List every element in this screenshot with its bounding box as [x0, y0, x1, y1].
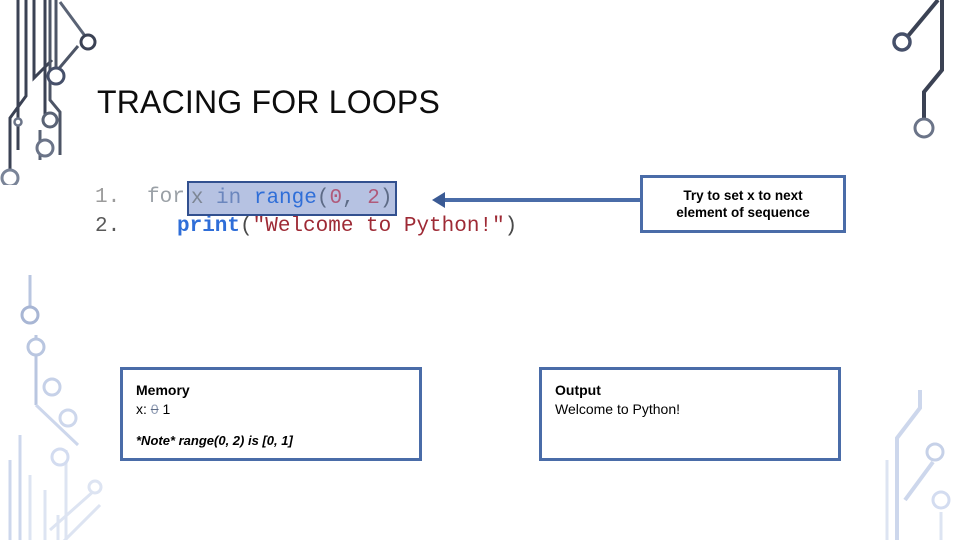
- keyword-for: for: [147, 186, 185, 209]
- highlighted-expression[interactable]: x in range(0, 2): [186, 181, 397, 216]
- memory-variable-label: x:: [136, 401, 147, 417]
- circuit-decoration-bottom-right: [885, 390, 951, 540]
- line-number-1: 1.: [95, 186, 121, 209]
- callout-line-1: Try to set x to next: [683, 188, 803, 203]
- callout-arrow-head-icon: [432, 192, 445, 208]
- token-range-start: 0: [329, 187, 343, 210]
- memory-panel-title: Memory: [136, 382, 190, 398]
- memory-old-value: 0: [150, 401, 159, 417]
- code-line-2: 2. print("Welcome to Python!"): [95, 211, 517, 242]
- line-number-2: 2.: [95, 215, 121, 238]
- token-variable: x: [190, 187, 204, 210]
- token-print-open-paren: (: [240, 215, 253, 238]
- memory-variable-row: x: 0 1: [136, 399, 406, 419]
- callout-line-2: element of sequence: [676, 205, 810, 220]
- output-text: Welcome to Python!: [555, 401, 681, 417]
- output-panel-title: Output: [555, 382, 601, 398]
- token-print-function: print: [177, 215, 241, 238]
- output-panel: Output Welcome to Python!: [539, 367, 841, 461]
- token-string-literal: "Welcome to Python!": [252, 215, 505, 238]
- token-range-function: range: [253, 187, 317, 210]
- token-comma: ,: [342, 187, 368, 210]
- circuit-decoration-top-left: [0, 0, 97, 185]
- memory-note: *Note* range(0, 2) is [0, 1]: [136, 433, 293, 448]
- token-print-close-paren: ): [504, 215, 518, 238]
- page-title: TRACING FOR LOOPS: [97, 84, 440, 120]
- token-close-paren: ): [379, 187, 393, 210]
- token-open-paren: (: [316, 187, 330, 210]
- memory-new-value: 1: [162, 401, 171, 417]
- callout-box: Try to set x to next element of sequence: [640, 175, 846, 233]
- token-in: in: [203, 187, 254, 210]
- circuit-decoration-bottom-left: [8, 275, 103, 540]
- memory-panel: Memory x: 0 1 *Note* range(0, 2) is [0, …: [120, 367, 422, 461]
- callout-arrow-line: [444, 198, 640, 202]
- circuit-decoration-top-right: [892, 0, 944, 139]
- token-range-stop: 2: [367, 187, 380, 210]
